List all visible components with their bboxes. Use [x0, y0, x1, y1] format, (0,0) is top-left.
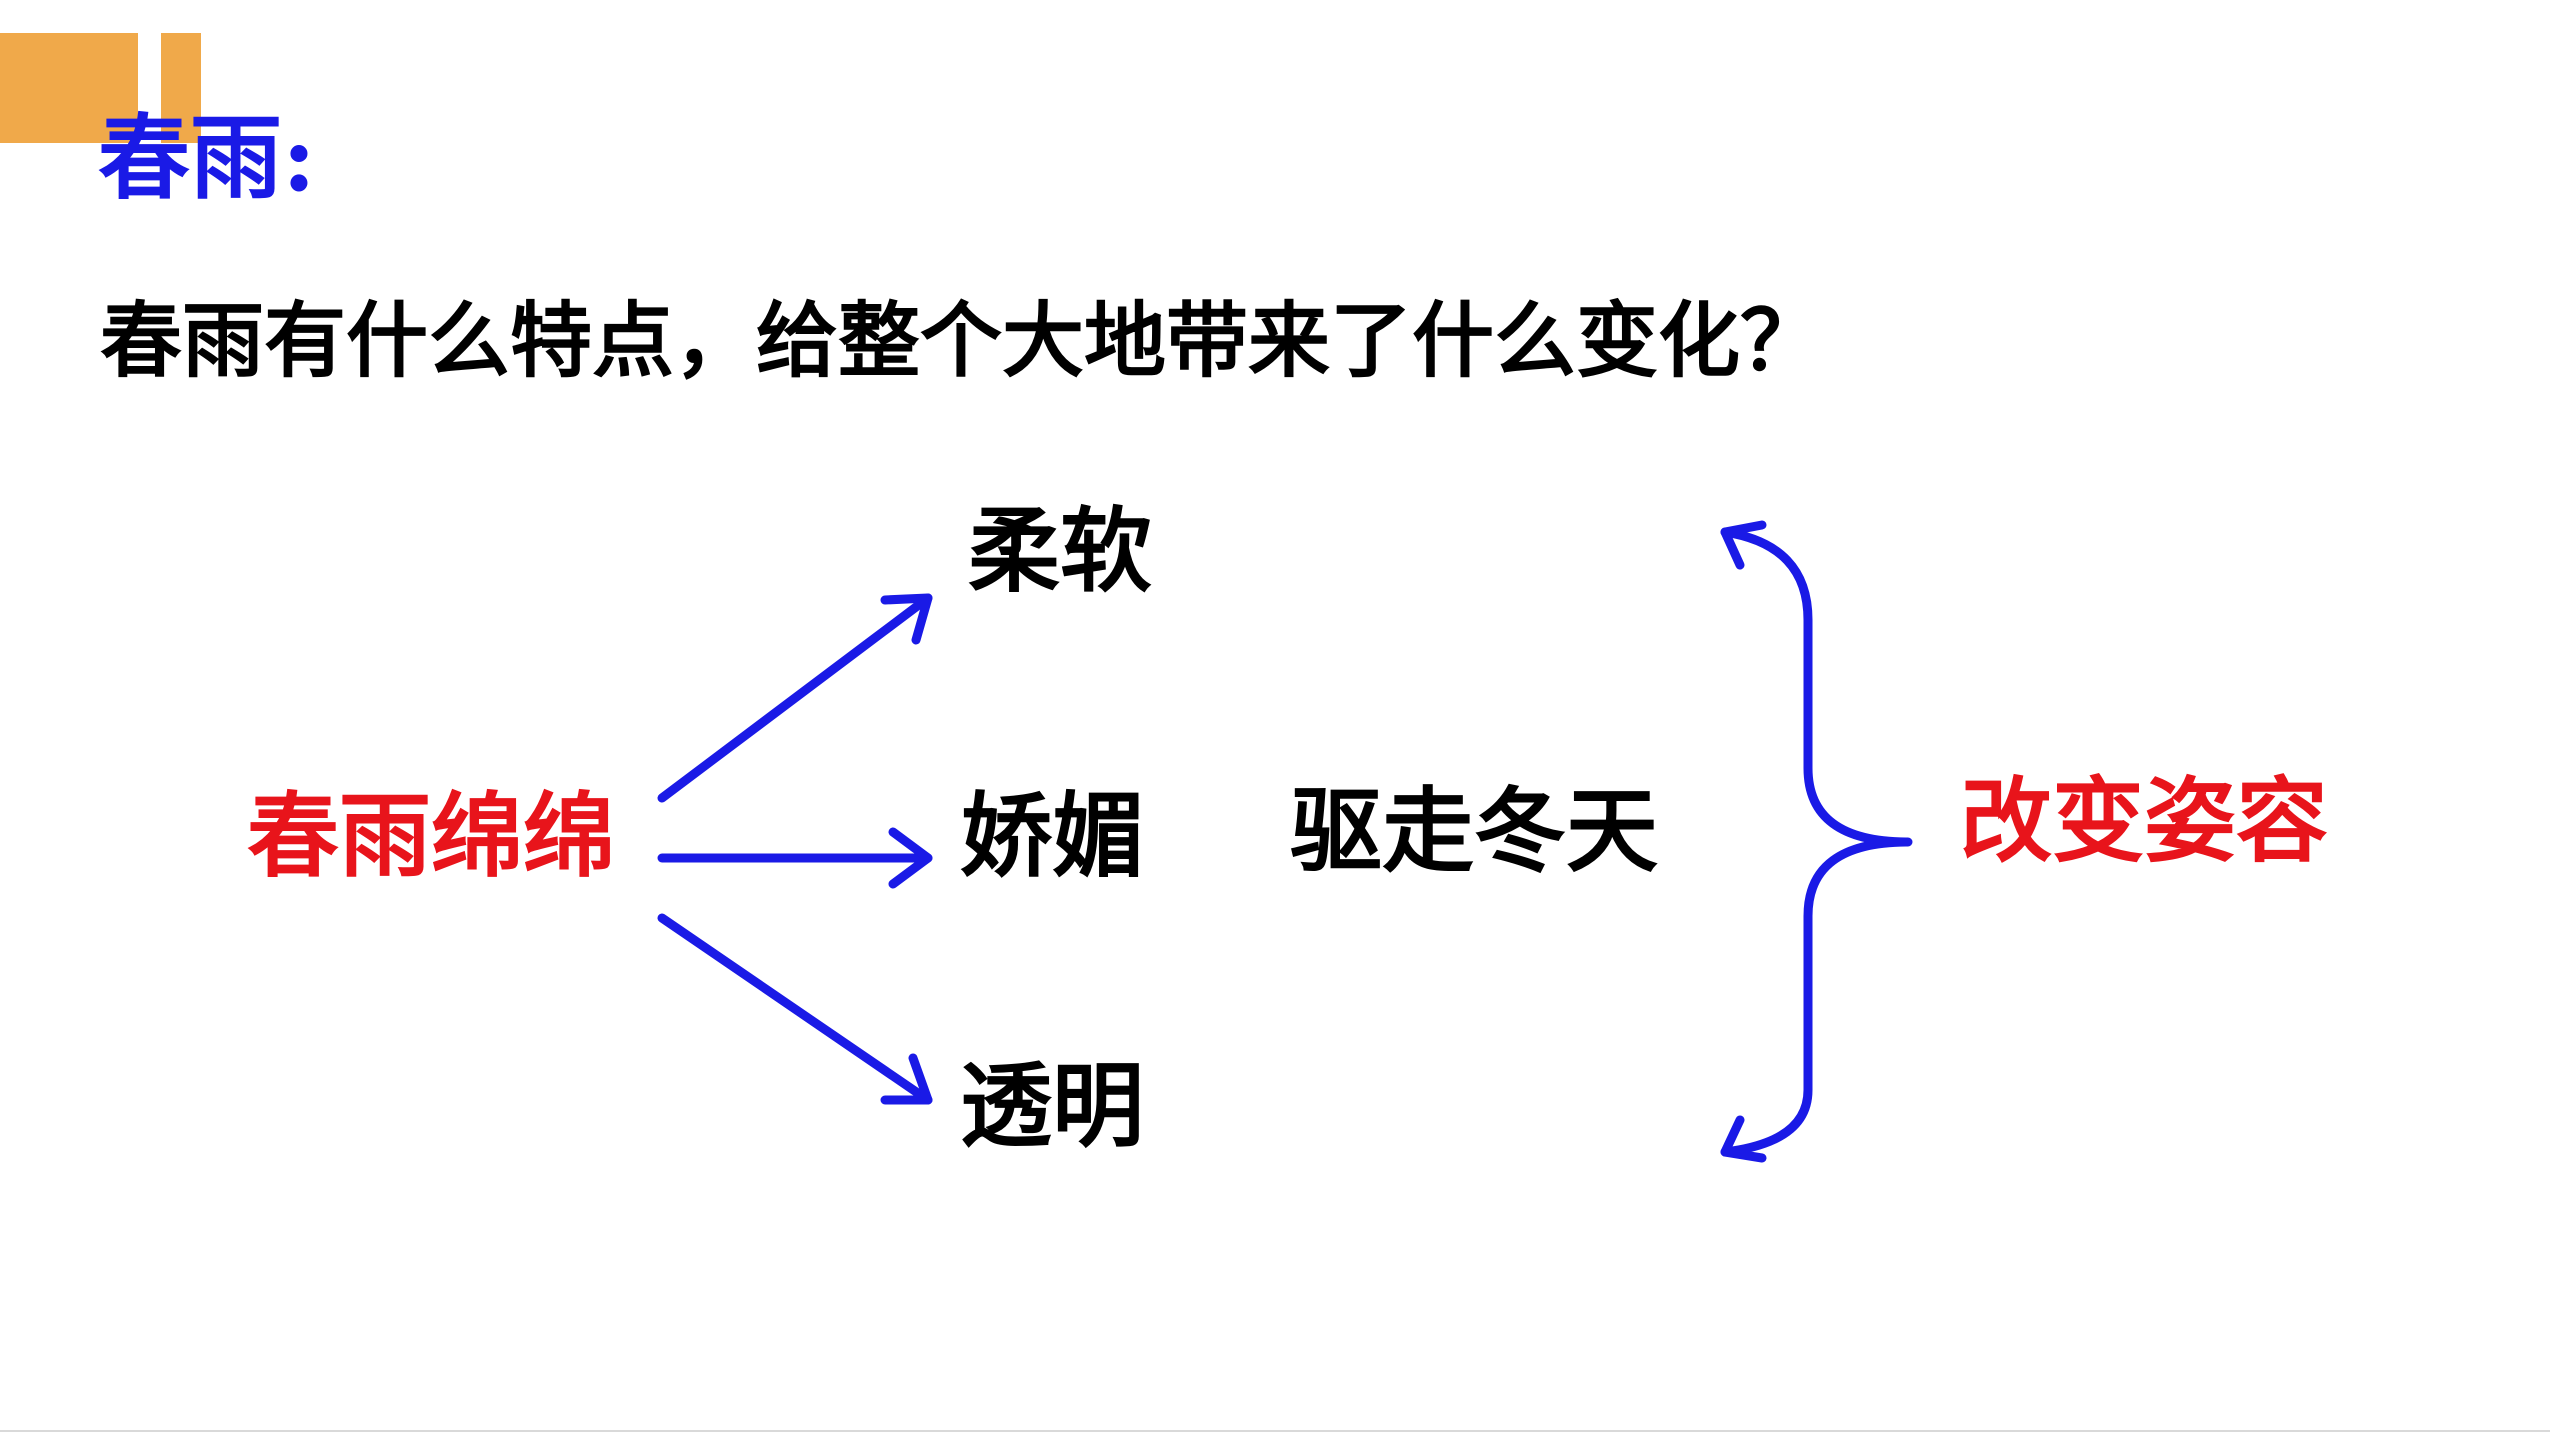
arrow-to-charming-head: [888, 827, 933, 889]
brace-top-arrowhead: [1720, 520, 1767, 570]
source-label: 春雨绵绵: [247, 782, 616, 890]
arrow-to-soft-head: [880, 593, 933, 645]
trait-charming: 娇媚: [960, 782, 1145, 890]
brace-connector: [1720, 527, 1913, 1157]
effect-label: 驱走冬天: [1290, 777, 1659, 885]
bottom-divider: [0, 1430, 2550, 1432]
result-label: 改变姿容: [1960, 767, 2329, 875]
arrow-to-soft: [657, 593, 933, 803]
trait-soft: 柔软: [968, 497, 1153, 605]
trait-transparent: 透明: [960, 1052, 1145, 1160]
brace-bottom-arrowhead: [1720, 1115, 1767, 1163]
arrow-to-transparent: [657, 913, 933, 1105]
arrow-to-transparent-head: [880, 1053, 933, 1105]
accent-block-small: [161, 33, 201, 143]
slide-title: 春雨:: [98, 104, 316, 212]
slide-question: 春雨有什么特点，给整个大地带来了什么变化？: [100, 293, 1823, 389]
accent-block: [0, 33, 138, 143]
